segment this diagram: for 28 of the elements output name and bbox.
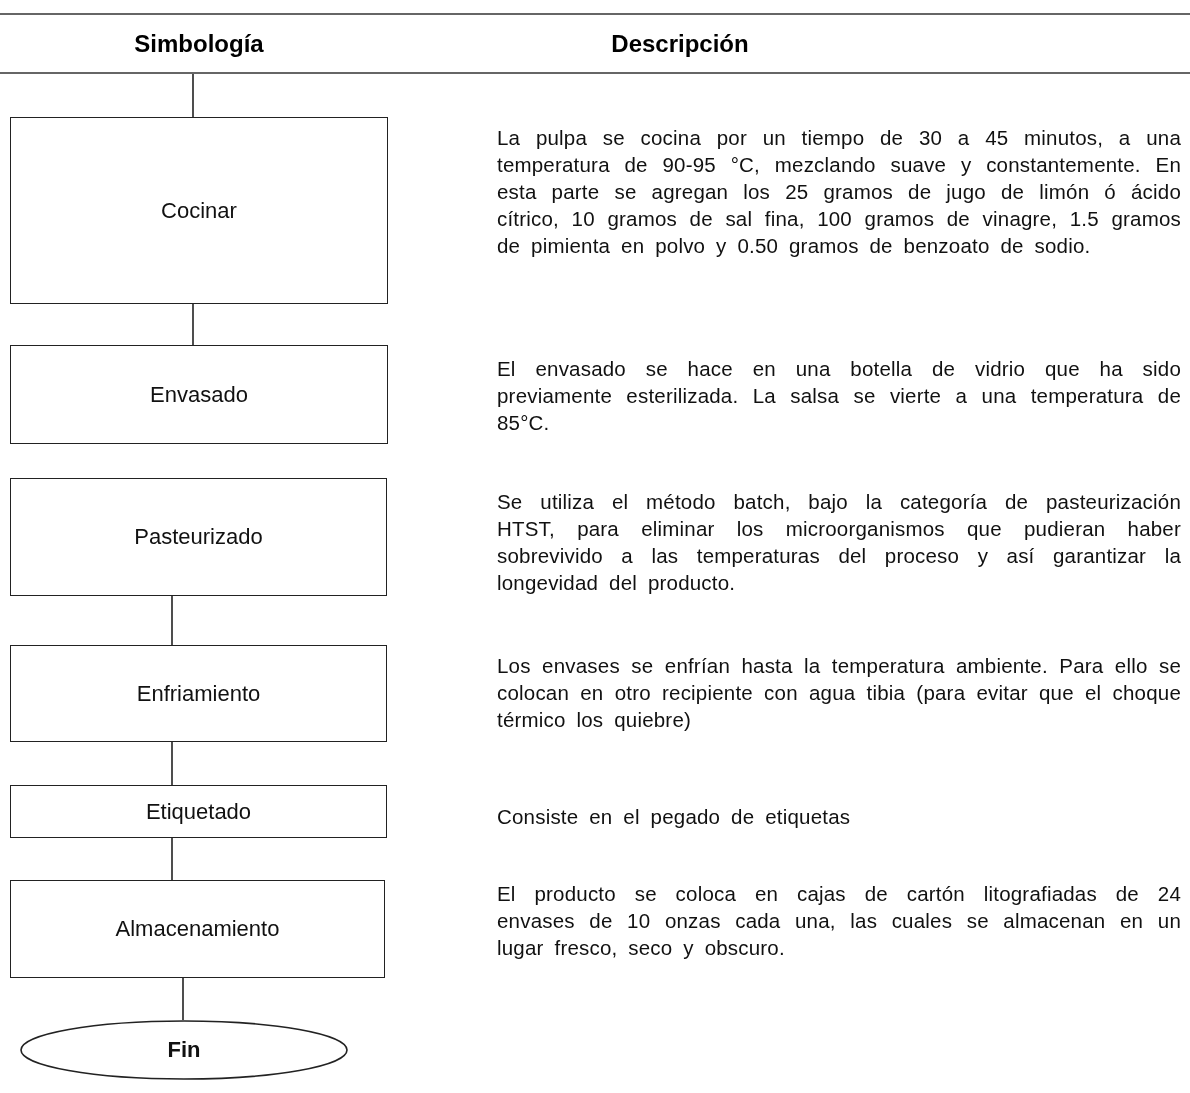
column-header: Descripción [611,30,749,58]
column-header: Simbología [134,30,264,58]
step-description: El producto se coloca en cajas de cartón litografiadas de 24 envases de 10 onzas cada una, las cuales se almacenan en un lugar fresco, seco y obscuro. [497,881,1181,961]
step-label: Envasado [150,381,248,408]
process-box [10,785,387,838]
step-label: Almacenamiento [115,916,280,942]
step-description: La pulpa se cocina por un tiempo de 30 a 45 minutos, a una temperatura de 90-95 °C, mezclando suave y constantemente. En esta parte se agregan los 25 gramos de jugo de limón ó ácido cítrico, 10 gramos de sal fina, 100 gramos de vinagre, 1.5 gramos de pimienta en polvo y 0.50 gramos de benzoato de sodio. [497,125,1181,259]
process-box [10,345,388,444]
process-box [10,645,387,742]
step-label: Cocinar [161,197,237,224]
step-label: Enfriamiento [136,680,261,707]
process-box [10,478,387,596]
process-box [10,880,385,978]
connector-line [171,741,173,786]
step-description: Se utiliza el método batch, bajo la categoría de pasteurización HTST, para eliminar los microorganismos que pudieran haber sobrevivido a las temperaturas del proceso y así garantizar la longevidad del producto. [497,489,1181,596]
connector-line [182,977,184,1021]
connector-line [192,303,194,346]
step-label: Etiquetado [145,798,252,825]
connector-line [192,73,194,118]
step-label: Pasteurizado [134,524,263,550]
terminator-ellipse [20,1020,348,1080]
connector-line [171,595,173,646]
step-description: Los envases se enfrían hasta la temperatura ambiente. Para ello se colocan en otro recipiente con agua tibia (para evitar que el choque térmico los quiebre) [497,653,1181,733]
connector-line [171,837,173,881]
step-label: Fin [167,1037,201,1063]
process-box [10,117,388,304]
step-description: Consiste en el pegado de etiquetas [497,804,852,830]
step-description: El envasado se hace en una botella de vidrio que ha sido previamente esterilizada. La salsa se vierte a una temperatura de 85°C. [497,356,1181,436]
